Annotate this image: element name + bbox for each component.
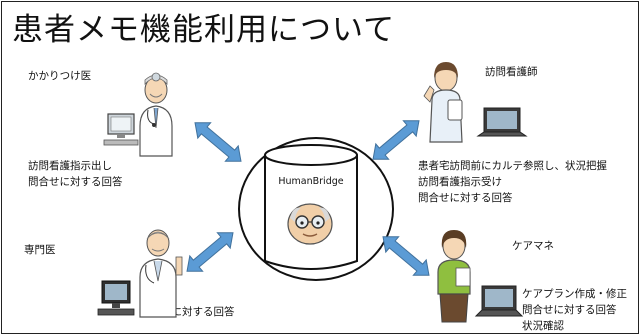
arrow-bottom-left <box>180 224 240 280</box>
care-manager-task-3: 状況確認 <box>522 320 564 332</box>
role-label-family-doctor: かかりつけ医 <box>28 70 92 82</box>
role-label-specialist: 専門医 <box>24 244 56 256</box>
arrow-top-left <box>188 114 248 170</box>
center-system-label: HumanBridge <box>278 176 344 187</box>
care-manager-tasks: ケアプラン作成・修正 問合せに対する回答 状況確認 <box>522 286 627 334</box>
arrow-top-right <box>366 112 426 168</box>
care-manager-icon <box>437 230 524 323</box>
visiting-nurse-tasks: 患者宅訪問前にカルテ参照し、状況把握 訪問看護指示受け 問合せに対する回答 <box>418 158 607 206</box>
doctor-icon <box>103 72 173 157</box>
specialist-icon <box>97 229 183 318</box>
family-doctor-tasks: 訪問看護指示出し 問合せに対する回答 <box>28 158 123 190</box>
slide-title: 患者メモ機能利用について <box>12 12 396 48</box>
family-doctor-task-1: 訪問看護指示出し <box>28 160 112 172</box>
role-label-care-manager: ケアマネ <box>512 240 554 252</box>
visiting-nurse-task-3: 問合せに対する回答 <box>418 192 513 204</box>
care-manager-task-2: 問合せに対する回答 <box>522 304 617 316</box>
visiting-nurse-task-1: 患者宅訪問前にカルテ参照し、状況把握 <box>418 160 607 172</box>
arrow-bottom-right <box>376 228 436 284</box>
visiting-nurse-task-2: 訪問看護指示受け <box>418 176 502 188</box>
role-label-visiting-nurse: 訪問看護師 <box>485 66 538 78</box>
patient-face-icon <box>287 203 333 245</box>
center-circle <box>238 137 394 281</box>
family-doctor-task-2: 問合せに対する回答 <box>28 176 123 188</box>
care-manager-task-1: ケアプラン作成・修正 <box>522 288 627 300</box>
nurse-icon <box>423 62 528 143</box>
